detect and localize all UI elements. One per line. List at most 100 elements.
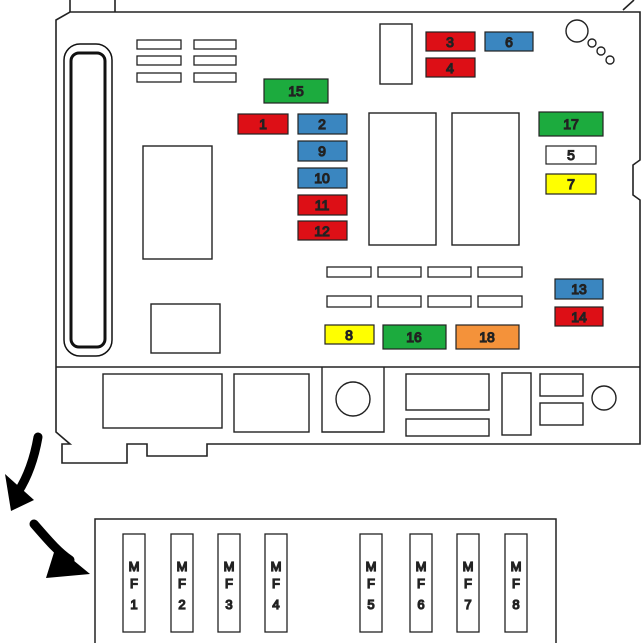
fuse-1: 1: [237, 113, 289, 135]
fuse-label: 16: [406, 329, 422, 345]
fuse-15: 15: [263, 78, 329, 104]
fuse-label: 15: [288, 83, 304, 99]
fuse-3: 3: [425, 31, 476, 52]
mf-letter: F: [464, 576, 472, 591]
mf-letter: M: [177, 559, 188, 574]
relay-block: [379, 23, 413, 85]
fuse-5: 5: [545, 145, 597, 165]
connector-block: [501, 372, 532, 436]
mf-number: 8: [512, 597, 519, 612]
connector-block: [539, 373, 584, 397]
fuse-label: 11: [315, 197, 330, 213]
housing-outline: [55, 11, 641, 464]
connector-socket: [321, 367, 385, 433]
mf-letter: F: [512, 576, 520, 591]
mf-letter: M: [129, 559, 140, 574]
mf-letter: M: [511, 559, 522, 574]
connector-block: [233, 373, 310, 433]
mf-number: 4: [272, 597, 279, 612]
mf-number: 3: [225, 597, 232, 612]
fuse-label: 10: [314, 170, 330, 186]
mf-letter: M: [366, 559, 377, 574]
mf-6: M F 6: [409, 533, 433, 633]
relay-block: [150, 303, 221, 354]
mf-5: M F 5: [359, 533, 383, 633]
fuse-label: 4: [446, 60, 454, 76]
mf-4: M F 4: [264, 533, 288, 633]
arrow-icon: [29, 519, 90, 578]
mf-letter: F: [130, 576, 138, 591]
mf-number: 1: [130, 597, 137, 612]
mf-2: M F 2: [170, 533, 194, 633]
mf-letter: M: [416, 559, 427, 574]
mf-letter: M: [224, 559, 235, 574]
fuse-label: 6: [505, 34, 513, 50]
fuse-4: 4: [425, 57, 476, 78]
mf-8: M F 8: [504, 533, 528, 633]
round-socket: [591, 385, 617, 411]
maxi-fuse-box-outline: [94, 518, 557, 643]
mf-number: 5: [367, 597, 374, 612]
relay-block: [451, 112, 520, 246]
connector-block: [102, 373, 223, 429]
fuse-13: 13: [554, 278, 604, 300]
mf-7: M F 7: [456, 533, 480, 633]
relay-slot-grid: [136, 39, 237, 83]
fuse-label: 1: [259, 116, 267, 132]
fuse-6: 6: [484, 31, 534, 52]
mf-letter: F: [417, 576, 425, 591]
relay-block: [142, 145, 213, 260]
mf-letter: M: [271, 559, 282, 574]
fuse-label: 12: [314, 223, 330, 239]
mf-letter: M: [463, 559, 474, 574]
maxi-fuse-box: [94, 518, 557, 643]
fuse-label: 13: [571, 281, 587, 297]
spare-fuse-slots: [326, 266, 523, 308]
fuse-14: 14: [554, 306, 604, 327]
mounting-holes: [565, 19, 615, 65]
connector-block: [405, 373, 490, 411]
relay-blocks: [142, 23, 520, 354]
lower-compartment: [102, 367, 617, 437]
mf-number: 2: [178, 597, 185, 612]
fuse-label: 8: [345, 327, 353, 343]
fuse-16: 16: [382, 324, 447, 350]
fuse-9: 9: [297, 140, 348, 162]
mf-1: M F 1: [122, 533, 146, 633]
fuse-label: 18: [479, 329, 495, 345]
fuse-label: 7: [567, 176, 575, 192]
corner-notch: [622, 0, 635, 11]
mf-letter: F: [272, 576, 280, 591]
fuse-box-housing: [55, 0, 641, 464]
fuse-label: 17: [563, 116, 579, 132]
mf-number: 7: [464, 597, 471, 612]
mf-number: 6: [417, 597, 424, 612]
mf-letter: F: [367, 576, 375, 591]
fuse-label: 2: [318, 116, 326, 132]
connector-block: [405, 418, 490, 437]
fuse-12: 12: [297, 220, 348, 241]
fuse-8: 8: [324, 324, 375, 345]
fuse-18: 18: [455, 324, 520, 350]
round-socket: [335, 381, 371, 417]
fuse-7: 7: [545, 173, 597, 195]
connector-block: [539, 402, 584, 426]
fuse-2: 2: [297, 113, 348, 135]
mf-letter: F: [225, 576, 233, 591]
fuse-10: 10: [297, 167, 348, 189]
mf-letter: F: [178, 576, 186, 591]
relay-block: [368, 112, 437, 246]
top-tab: [69, 0, 116, 12]
mf-3: M F 3: [217, 533, 241, 633]
fuse-label: 3: [446, 34, 454, 50]
fuse-label: 14: [571, 309, 587, 325]
fuse-label: 9: [318, 143, 326, 159]
maxi-fuse-layer: M F 1 M F 2 M F 3 M F 4 M F 5 M F 6 M F …: [122, 533, 528, 633]
fuse-11: 11: [297, 194, 348, 216]
left-connector: [63, 43, 113, 357]
fuse-17: 17: [538, 111, 604, 137]
arrow-icon: [5, 432, 43, 511]
fuse-layer: 1 2 3 4 5 6 7 8 9 10 11 12 13 14 15 16 1…: [237, 31, 604, 350]
fuse-label: 5: [567, 147, 575, 163]
